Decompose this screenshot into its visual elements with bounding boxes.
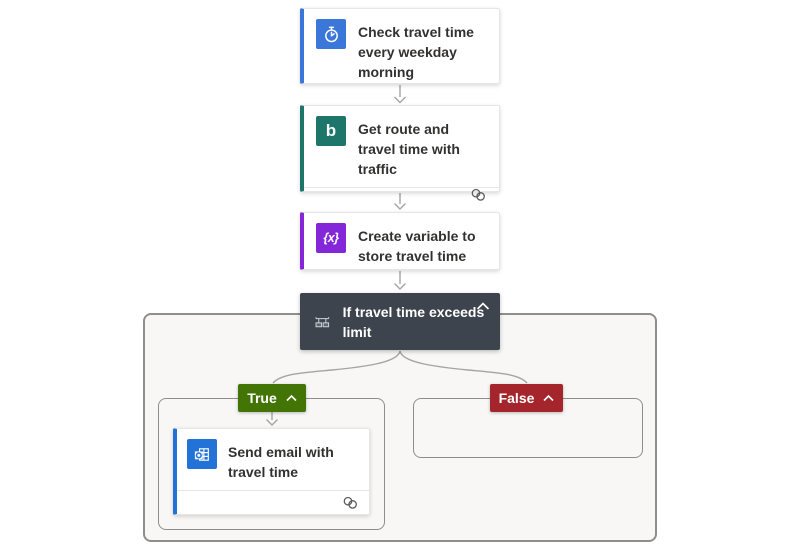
action-card-send-email[interactable]: Send email with travel time — [173, 428, 370, 515]
condition-branch-icon — [315, 316, 330, 327]
chevron-up-icon[interactable] — [286, 394, 297, 402]
condition-block-if-travel-time[interactable]: If travel time exceeds limit — [300, 293, 500, 350]
arrowhead-icon — [394, 96, 406, 104]
connection-icon[interactable] — [470, 188, 487, 202]
condition-title: If travel time exceeds limit — [342, 303, 485, 340]
true-branch-badge[interactable]: True — [238, 384, 306, 412]
arrowhead-icon — [394, 283, 406, 290]
bing-maps-icon: b — [316, 116, 346, 146]
alarm-clock-icon — [316, 19, 346, 49]
outlook-icon — [187, 439, 217, 469]
card-title: Create variable to store travel time — [358, 228, 476, 264]
action-card-get-route[interactable]: b Get route and travel time with traffic — [300, 105, 500, 201]
variable-icon: {x} — [316, 223, 346, 253]
card-title: Get route and travel time with traffic — [358, 121, 460, 177]
connection-icon[interactable] — [342, 496, 359, 510]
true-branch-label: True — [247, 390, 277, 406]
card-title: Check travel time every weekday morning — [358, 24, 474, 80]
trigger-card-check-travel-time[interactable]: Check travel time every weekday morning — [300, 8, 500, 84]
false-branch-badge[interactable]: False — [490, 384, 563, 412]
chevron-up-icon[interactable] — [543, 394, 554, 402]
chevron-up-icon[interactable] — [476, 302, 490, 311]
card-title: Send email with travel time — [228, 444, 334, 480]
false-branch-label: False — [498, 390, 535, 406]
action-card-create-variable[interactable]: {x} Create variable to store travel time — [300, 212, 500, 270]
arrowhead-icon — [394, 203, 406, 210]
